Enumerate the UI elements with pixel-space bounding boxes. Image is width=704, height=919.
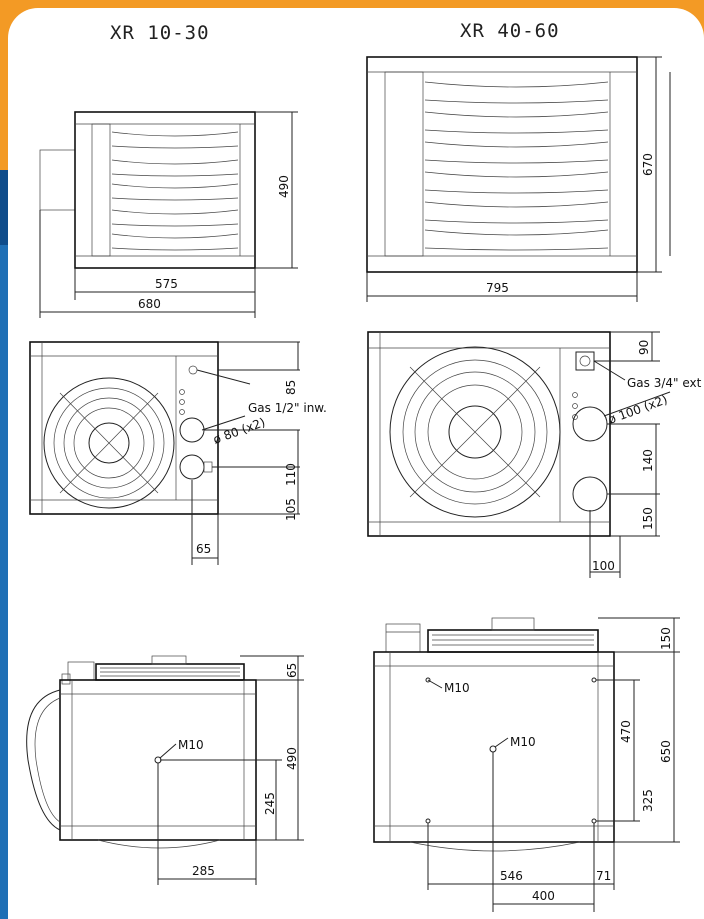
top-view-small bbox=[26, 655, 304, 885]
dim-back-large-pipe-spacing: 140 bbox=[641, 449, 655, 472]
dim-top-large-depth: 650 bbox=[659, 740, 673, 763]
title-xr-10-30: XR 10-30 bbox=[110, 22, 210, 44]
top-view-large bbox=[373, 617, 680, 912]
dim-front-large-width: 795 bbox=[486, 281, 509, 295]
label-mount-large-1: M10 bbox=[444, 681, 470, 695]
drawing-panel bbox=[8, 8, 704, 919]
label-gas-small: Gas 1/2" inw. bbox=[248, 401, 327, 415]
dim-top-small-depth: 490 bbox=[285, 747, 299, 770]
dim-back-large-bottom: 150 bbox=[641, 507, 655, 530]
dim-back-large-offset: 100 bbox=[592, 559, 615, 573]
dim-back-small-pipe-spacing: 110 bbox=[284, 463, 298, 486]
dim-top-small-height: 65 bbox=[285, 663, 299, 678]
back-view-small bbox=[29, 341, 300, 565]
back-view-large bbox=[367, 331, 671, 578]
dim-back-small-top: 85 bbox=[284, 380, 298, 395]
dim-front-small-height: 490 bbox=[277, 175, 291, 198]
dim-top-large-mount-height: 325 bbox=[641, 789, 655, 812]
title-xr-40-60: XR 40-60 bbox=[460, 20, 560, 42]
label-gas-large: Gas 3/4" ext bbox=[627, 376, 702, 390]
dim-top-small-mount-offset: 285 bbox=[192, 864, 215, 878]
dim-top-large-offset: 71 bbox=[596, 869, 611, 883]
dim-back-small-offset: 65 bbox=[196, 542, 211, 556]
dim-top-large-mount-spacing: 470 bbox=[619, 720, 633, 743]
label-mount-large-2: M10 bbox=[510, 735, 536, 749]
dim-top-large-width: 546 bbox=[500, 869, 523, 883]
label-pipe-small: ø 80 (x2) bbox=[211, 415, 267, 447]
label-mount-small: M10 bbox=[178, 738, 204, 752]
front-view-small bbox=[39, 111, 298, 318]
dim-top-large-mount-width: 400 bbox=[532, 889, 555, 903]
front-view-large bbox=[366, 56, 671, 302]
dim-top-large-height: 150 bbox=[659, 627, 673, 650]
dim-front-small-total: 680 bbox=[138, 297, 161, 311]
dim-back-small-bottom: 105 bbox=[284, 498, 298, 521]
dim-back-large-top: 90 bbox=[637, 340, 651, 355]
dim-front-small-width: 575 bbox=[155, 277, 178, 291]
blue-side-tab bbox=[0, 170, 8, 919]
label-pipe-large: ø 100 (x2) bbox=[606, 392, 669, 426]
blue-side-tab-dark bbox=[0, 170, 8, 245]
dim-front-large-height: 670 bbox=[641, 153, 655, 176]
dim-top-small-mount-height: 245 bbox=[263, 792, 277, 815]
